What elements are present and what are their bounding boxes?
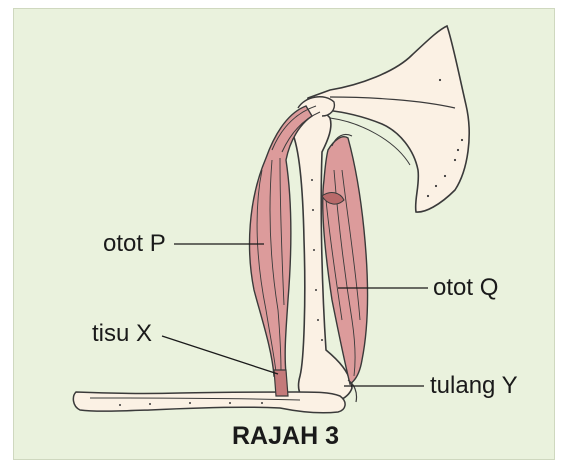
label-muscle-q: otot Q [433,276,498,300]
label-muscle-p: otot P [103,232,166,256]
figure-caption: RAJAH 3 [232,424,339,449]
forearm-bone [73,392,345,413]
label-tissue-x: tisu X [92,322,152,346]
label-bone-y: tulang Y [430,374,518,398]
muscle-q [323,137,368,384]
leader-line-tissue-x [162,336,278,374]
